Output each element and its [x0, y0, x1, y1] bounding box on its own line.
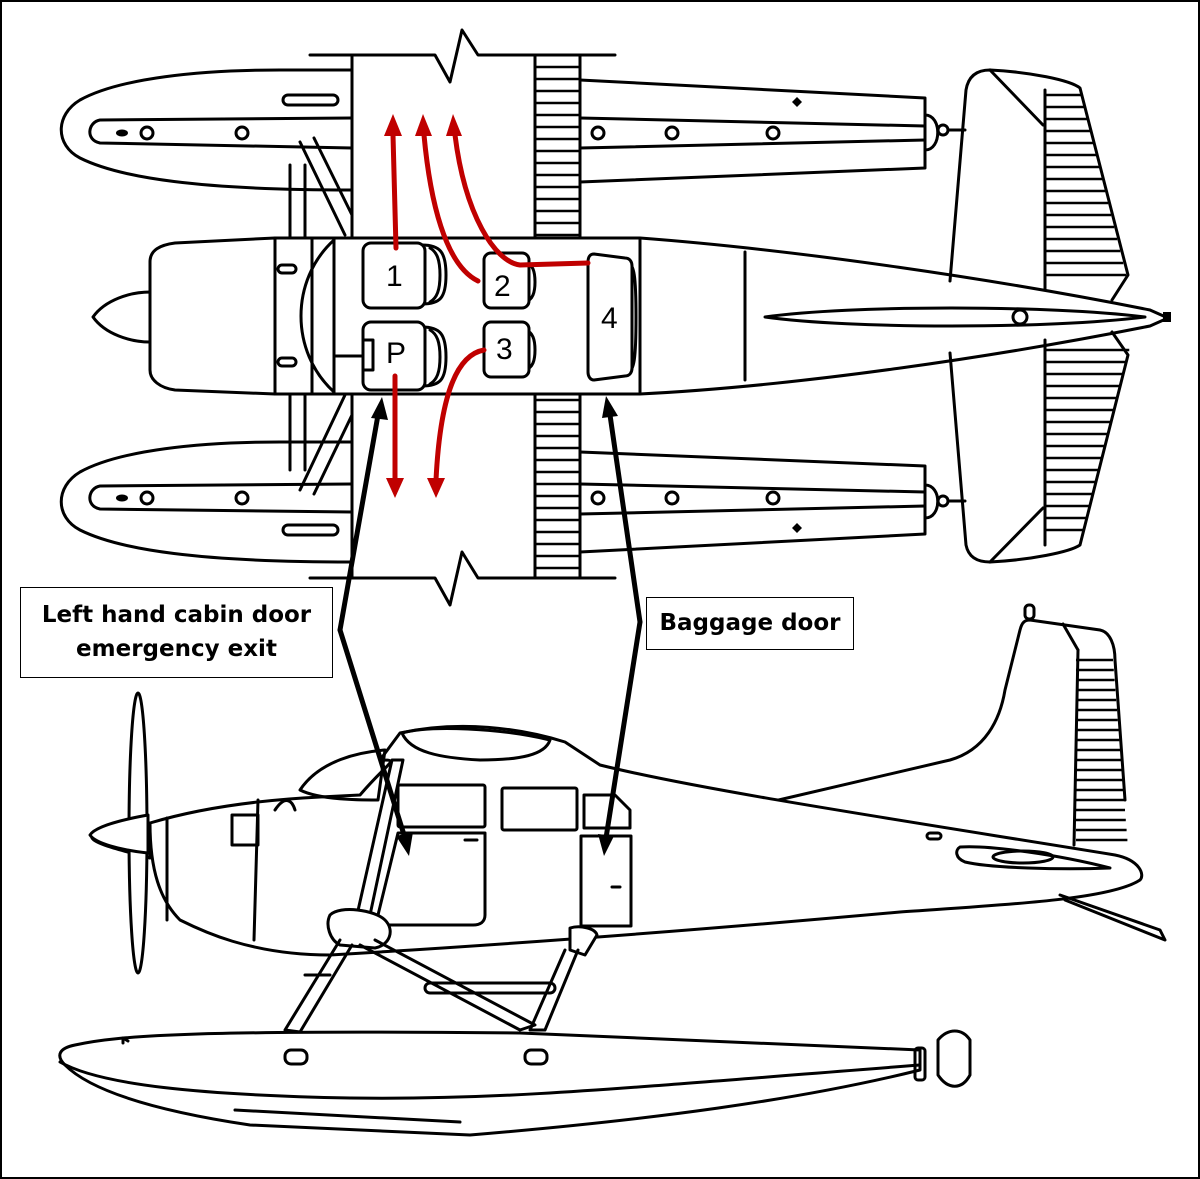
- pointer-arrows: [337, 396, 643, 856]
- seat-3-label: 3: [496, 333, 513, 366]
- pointer-left-door-side: [337, 627, 413, 856]
- float-lower: [59, 440, 967, 564]
- top-view: 1 P 2 3 4: [59, 28, 1171, 607]
- pointer-baggage-top: [602, 396, 643, 625]
- callout-baggage-door: Baggage door: [646, 597, 854, 650]
- seat-1-label: 1: [386, 260, 403, 293]
- elevator-hatching: [1045, 93, 1130, 532]
- seat-3: 3: [482, 320, 537, 379]
- flap-hatching-top: [535, 65, 580, 570]
- callout-left-door: Left hand cabin door emergency exit: [20, 587, 333, 678]
- seat-pilot-label: P: [386, 337, 406, 370]
- seat-pilot: P: [333, 320, 448, 392]
- pointer-left-door-top: [337, 397, 388, 633]
- pointer-baggage-side: [598, 619, 643, 856]
- propeller-side: [88, 691, 150, 975]
- callout-left-door-line2: emergency exit: [76, 636, 277, 662]
- float-struts-side: [283, 758, 599, 1034]
- seat-4-label: 4: [601, 302, 618, 335]
- evac-arrow-seat-4: [446, 114, 591, 268]
- float-side: [58, 1029, 972, 1137]
- evac-arrow-seat-2: [415, 114, 481, 284]
- rudder-hatching: [1076, 658, 1128, 842]
- seat-2-label: 2: [494, 270, 511, 303]
- horizontal-tail-top: [948, 68, 1130, 564]
- vertical-tail-side: [768, 603, 1128, 847]
- side-view: [58, 396, 1167, 1137]
- float-upper: [59, 68, 967, 192]
- evac-arrow-seat-3: [427, 347, 487, 498]
- evacuation-arrows: [384, 114, 591, 498]
- seat-4-bench: 4: [586, 252, 638, 382]
- evac-arrow-seat-1: [384, 114, 402, 251]
- callout-left-door-line1: Left hand cabin door: [41, 602, 312, 628]
- callout-baggage-door-label: Baggage door: [659, 610, 841, 636]
- fuselage-side: [90, 724, 1167, 957]
- wing-section-top: [308, 28, 617, 607]
- evac-arrow-pilot: [386, 373, 404, 498]
- float-struts-top: [288, 136, 354, 496]
